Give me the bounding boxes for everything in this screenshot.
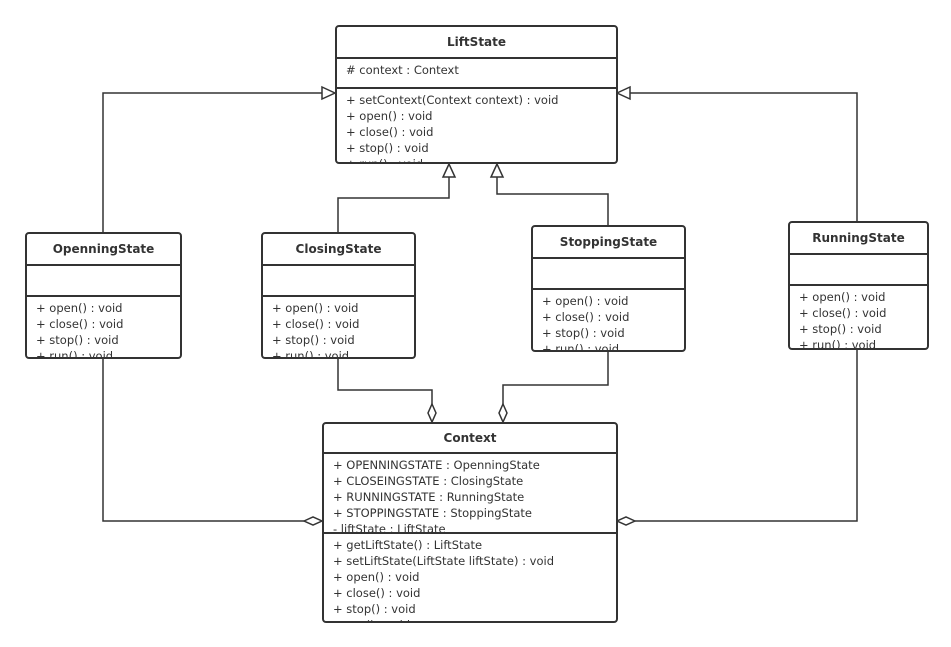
aggregation-running xyxy=(635,349,858,522)
method: + open() : void xyxy=(346,109,433,123)
class-openningstate[interactable]: OpenningState + open() : void + close() : … xyxy=(25,232,182,359)
class-context[interactable]: Context+ OPENNINGSTATE : OpenningState+ … xyxy=(322,422,618,623)
method: + open() : void xyxy=(542,294,629,308)
method: + run() : void xyxy=(346,157,424,164)
attribute: - liftState : LiftState xyxy=(333,522,446,534)
hollow-diamond-icon xyxy=(615,516,637,526)
attributes-section: # context : Context xyxy=(337,59,616,89)
attributes-section xyxy=(27,266,180,297)
method: + run() : void xyxy=(333,617,616,621)
class-name: LiftState xyxy=(337,27,616,59)
method: + stop() : void xyxy=(346,141,429,155)
methods-section: + open() : void + close() : void + stop() … xyxy=(263,297,414,359)
attributes-section xyxy=(533,259,684,290)
method: + close() : void xyxy=(542,310,630,324)
class-name: RunningState xyxy=(790,223,927,255)
attribute: + CLOSEINGSTATE : ClosingState xyxy=(333,474,524,488)
method: + run() : void xyxy=(542,342,620,352)
generalization-closing xyxy=(337,175,450,232)
attributes-section xyxy=(790,255,927,286)
class-closingstate[interactable]: ClosingState + open() : void + close() : v… xyxy=(261,232,416,359)
method: + open() : void xyxy=(36,301,123,315)
attributes-section: + OPENNINGSTATE : OpenningState + CLOSEIN… xyxy=(324,454,616,534)
class-name: Context xyxy=(324,424,616,454)
method: + run() : void xyxy=(36,349,114,359)
hollow-diamond-icon xyxy=(427,402,437,424)
method: + setContext(Context context) : void xyxy=(346,93,559,107)
methods-section: + setContext(Context context) : void + op… xyxy=(337,89,616,164)
method: + stop() : void xyxy=(799,322,882,336)
class-stoppingstate[interactable]: StoppingState + open() : void + close() : … xyxy=(531,225,686,352)
aggregation-openning xyxy=(102,358,304,522)
method: + close() : void xyxy=(333,586,421,600)
attribute: + STOPPINGSTATE : StoppingState xyxy=(333,506,532,520)
hollow-diamond-icon xyxy=(498,402,508,424)
method: + close() : void xyxy=(272,317,360,331)
generalization-stopping xyxy=(496,175,609,225)
method: + close() : void xyxy=(36,317,124,331)
attribute: # context : Context xyxy=(346,63,459,77)
method: + open() : void xyxy=(799,290,886,304)
methods-section: + getLiftState() : LiftState + setLiftSta… xyxy=(324,534,616,621)
method: + getLiftState() : LiftState xyxy=(333,538,483,552)
method: + setLiftState(LiftState liftState) : vo… xyxy=(333,554,554,568)
hollow-triangle-icon xyxy=(441,162,457,178)
attributes-section xyxy=(263,266,414,297)
method: + stop() : void xyxy=(542,326,625,340)
method: + open() : void xyxy=(333,570,420,584)
class-runningstate[interactable]: RunningState + open() : void + close() : v… xyxy=(788,221,929,350)
aggregation-closing xyxy=(337,358,433,404)
hollow-diamond-icon xyxy=(302,516,324,526)
class-name: ClosingState xyxy=(263,234,414,266)
class-name: OpenningState xyxy=(27,234,180,266)
method: + stop() : void xyxy=(36,333,119,347)
aggregation-stopping xyxy=(502,351,609,404)
hollow-triangle-icon xyxy=(321,85,337,101)
attribute: + OPENNINGSTATE : OpenningState xyxy=(333,458,540,472)
hollow-triangle-icon xyxy=(489,162,505,178)
generalization-running xyxy=(627,92,858,221)
generalization-openning xyxy=(102,92,325,232)
method: + open() : void xyxy=(272,301,359,315)
class-name: StoppingState xyxy=(533,227,684,259)
methods-section: + open() : void + close() : void + stop() … xyxy=(27,297,180,359)
hollow-triangle-icon xyxy=(615,85,631,101)
method: + run() : void xyxy=(272,349,350,359)
class-liftstate[interactable]: LiftState # context : Context + setContext… xyxy=(335,25,618,164)
method: + run() : void xyxy=(799,338,877,350)
method: + stop() : void xyxy=(333,602,416,616)
method: + stop() : void xyxy=(272,333,355,347)
methods-section: + open() : void + close() : void + stop() … xyxy=(533,290,684,352)
method: + close() : void xyxy=(346,125,434,139)
methods-section: + open() : void + close() : void + stop() … xyxy=(790,286,927,350)
method: + close() : void xyxy=(799,306,887,320)
attribute: + RUNNINGSTATE : RunningState xyxy=(333,490,525,504)
